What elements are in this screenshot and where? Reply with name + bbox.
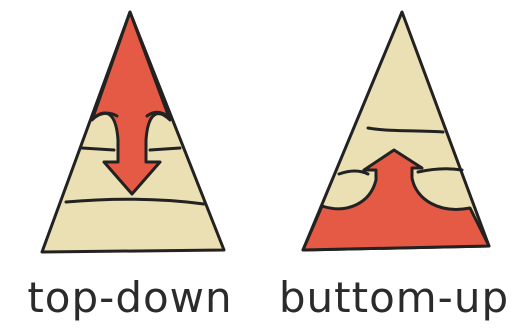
layer-divider-4	[150, 148, 180, 150]
layer-divider-3	[82, 148, 114, 150]
pyramid-bottom-up	[303, 12, 489, 250]
caption-bottom-up: buttom-up	[268, 268, 520, 328]
caption-top-down: top-down	[0, 268, 260, 328]
pyramid-top-down	[42, 12, 224, 252]
